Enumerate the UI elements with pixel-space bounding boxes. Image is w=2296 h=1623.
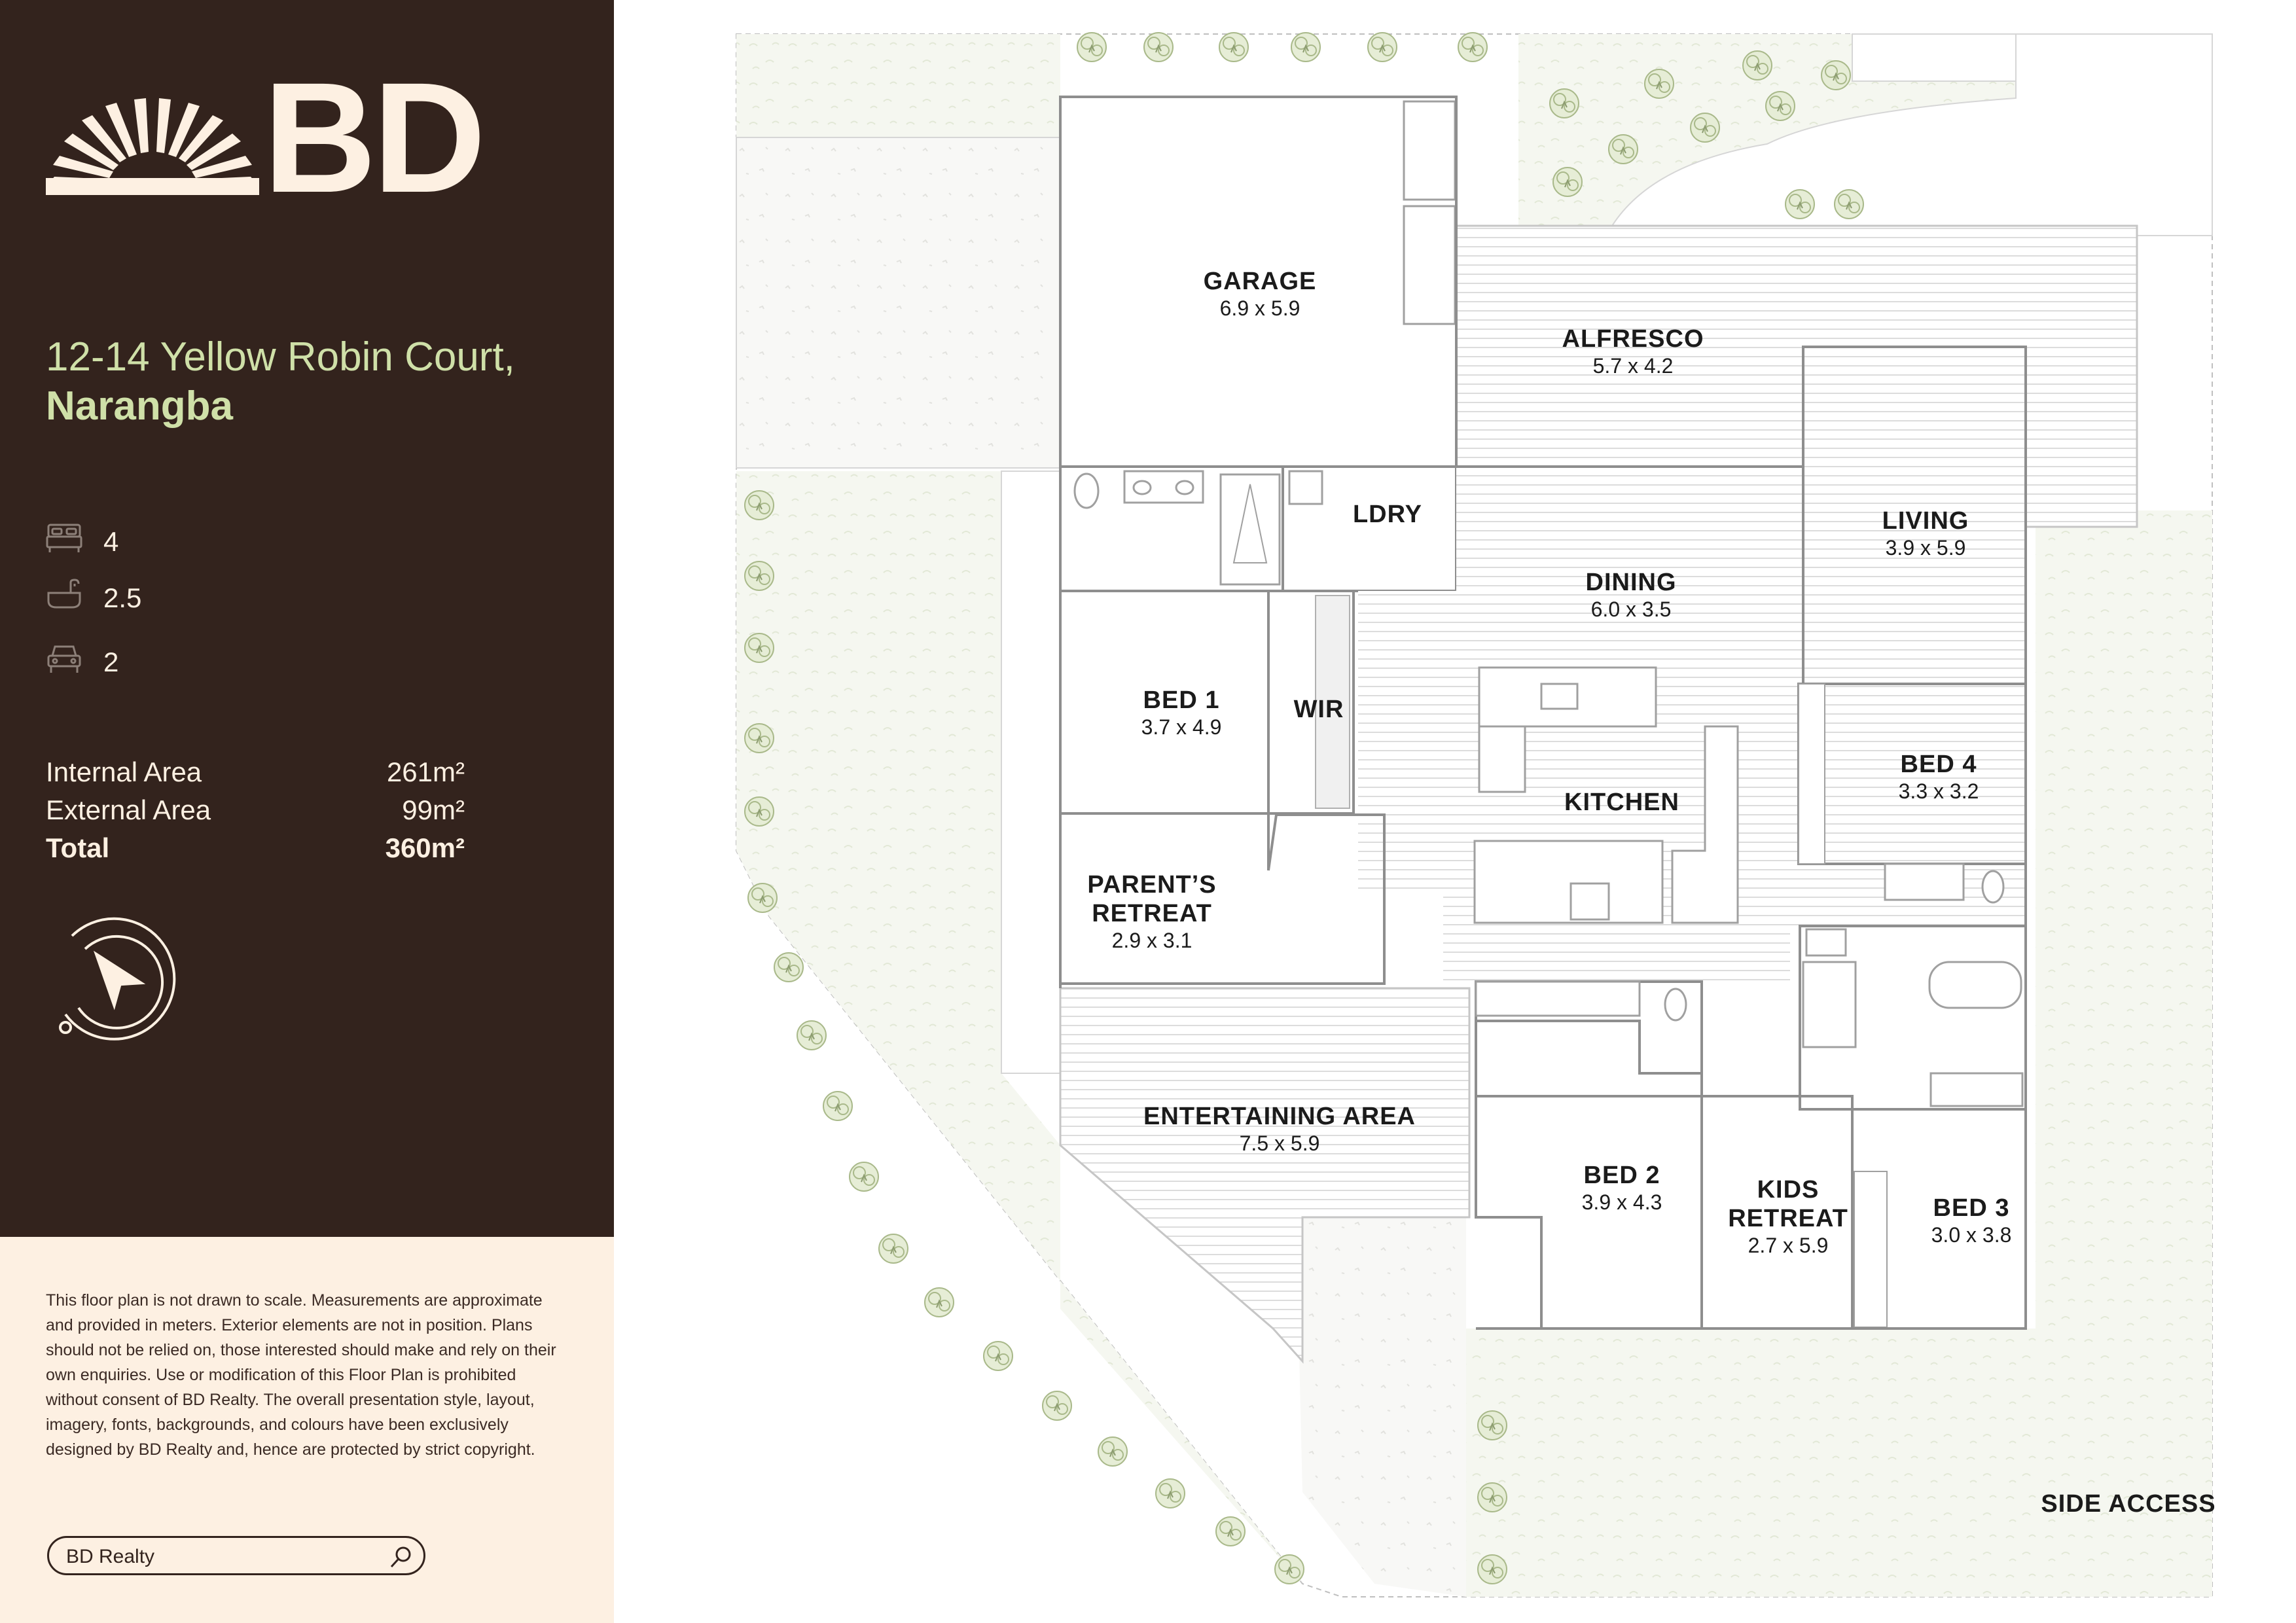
garage-count: 2 xyxy=(103,647,119,677)
room-dimensions: 3.7 x 4.9 xyxy=(1141,715,1222,739)
room-laundry: LDRY xyxy=(1353,501,1422,528)
room-name-line2: RETREAT xyxy=(1728,1205,1848,1232)
disclaimer-text: This floor plan is not drawn to scale. M… xyxy=(46,1291,556,1459)
side-access: SIDE ACCESS xyxy=(2041,1490,2215,1518)
room-garage: GARAGE 6.9 x 5.9 xyxy=(1204,268,1317,320)
room-name: SIDE ACCESS xyxy=(2041,1490,2215,1518)
room-name: WIR xyxy=(1294,696,1344,723)
floor-plan: GARAGE 6.9 x 5.9 ALFRESCO 5.7 x 4.2 LDRY… xyxy=(736,32,2215,1597)
total-area-value: 360m² xyxy=(385,832,465,863)
external-area-label: External Area xyxy=(46,794,211,825)
room-dimensions: 6.0 x 3.5 xyxy=(1591,597,1672,621)
room-kids-retreat: KIDS RETREAT 2.7 x 5.9 xyxy=(1728,1176,1848,1257)
bathroom-count: 2.5 xyxy=(103,582,142,613)
room-name: ALFRESCO xyxy=(1562,325,1704,353)
room-name: ENTERTAINING AREA xyxy=(1143,1103,1416,1130)
suburb-name: Narangba xyxy=(46,383,233,429)
search-icon[interactable] xyxy=(388,1544,414,1571)
total-area-row: Total 360m² xyxy=(46,832,465,870)
room-name-line1: KIDS xyxy=(1757,1176,1820,1204)
room-name: BED 2 xyxy=(1584,1162,1660,1189)
bed-icon xyxy=(46,524,82,552)
compass-north-icon xyxy=(59,917,176,1041)
address-line: 12-14 Yellow Robin Court, xyxy=(46,334,515,380)
room-living: LIVING 3.9 x 5.9 xyxy=(1882,507,1969,560)
sunrise-logo-icon xyxy=(46,98,259,195)
room-name-line1: PARENT’S xyxy=(1087,871,1216,899)
sidebar-panel: BD 12-14 Yellow Robin Court, Narangba 4 … xyxy=(0,0,614,1237)
room-dimensions: 6.9 x 5.9 xyxy=(1220,296,1300,320)
room-dimensions: 2.7 x 5.9 xyxy=(1748,1234,1829,1257)
room-dimensions: 3.9 x 4.3 xyxy=(1582,1190,1662,1214)
room-dining: DINING 6.0 x 3.5 xyxy=(1586,569,1677,621)
room-dimensions: 2.9 x 3.1 xyxy=(1112,929,1193,952)
logo-wordmark: BD xyxy=(263,50,486,225)
room-bed-1: BED 1 3.7 x 4.9 xyxy=(1141,687,1222,739)
room-bed-2: BED 2 3.9 x 4.3 xyxy=(1582,1162,1662,1214)
room-dimensions: 3.3 x 3.2 xyxy=(1899,779,1979,803)
bath-icon xyxy=(47,579,81,609)
internal-area-value: 261m² xyxy=(386,757,465,787)
external-area-value: 99m² xyxy=(402,794,465,825)
room-bed-4: BED 4 3.3 x 3.2 xyxy=(1899,751,1979,803)
room-wir: WIR xyxy=(1294,696,1344,723)
feature-bedrooms: 4 xyxy=(46,522,308,562)
room-name: GARAGE xyxy=(1204,268,1317,295)
room-dimensions: 3.0 x 3.8 xyxy=(1931,1223,2012,1247)
internal-area-row: Internal Area 261m² xyxy=(46,757,465,794)
search-box[interactable]: BD Realty xyxy=(47,1536,425,1575)
room-dimensions: 5.7 x 4.2 xyxy=(1593,354,1674,378)
room-dimensions: 7.5 x 5.9 xyxy=(1240,1132,1320,1155)
room-dimensions: 3.9 x 5.9 xyxy=(1886,536,1966,560)
room-parents-retreat: PARENT’S RETREAT 2.9 x 3.1 xyxy=(1087,871,1216,952)
total-area-label: Total xyxy=(46,832,110,863)
room-name: BED 3 xyxy=(1933,1194,2010,1222)
sidebar-footer: This floor plan is not drawn to scale. M… xyxy=(0,1237,614,1623)
search-input[interactable]: BD Realty xyxy=(66,1546,155,1567)
car-icon xyxy=(47,645,81,673)
room-alfresco: ALFRESCO 5.7 x 4.2 xyxy=(1562,325,1704,378)
room-name: LDRY xyxy=(1353,501,1422,528)
bedroom-count: 4 xyxy=(103,526,119,557)
room-name: LIVING xyxy=(1882,507,1969,535)
room-name: KITCHEN xyxy=(1564,789,1679,816)
feature-garage: 2 xyxy=(46,643,308,682)
feature-bathrooms: 2.5 xyxy=(46,579,308,618)
room-name: BED 4 xyxy=(1901,751,1977,778)
room-bed-3: BED 3 3.0 x 3.8 xyxy=(1931,1194,2012,1247)
room-kitchen: KITCHEN xyxy=(1564,789,1679,816)
room-entertaining-area: ENTERTAINING AREA 7.5 x 5.9 xyxy=(1143,1103,1416,1155)
internal-area-label: Internal Area xyxy=(46,757,202,787)
room-name: DINING xyxy=(1586,569,1677,596)
external-area-row: External Area 99m² xyxy=(46,794,465,832)
room-name-line2: RETREAT xyxy=(1092,900,1212,927)
room-name: BED 1 xyxy=(1143,687,1220,714)
